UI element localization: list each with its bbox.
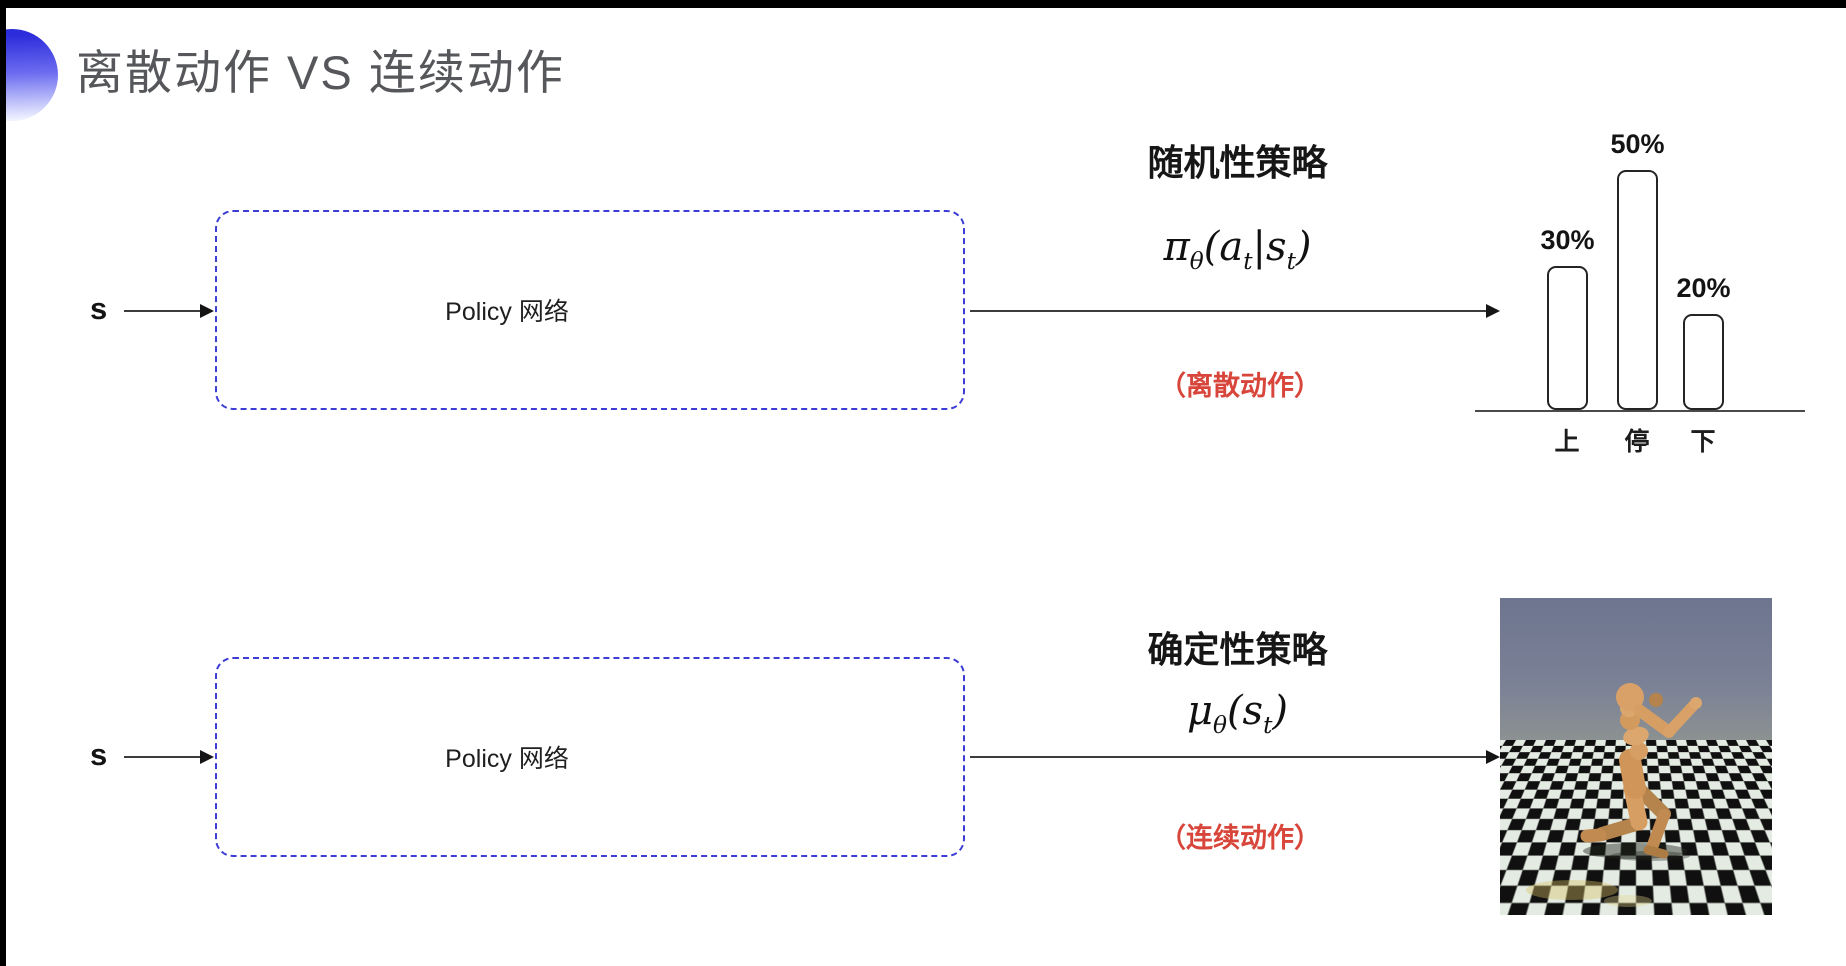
discrete-action-label: （离散动作） — [1159, 371, 1321, 401]
arrow-policy-to-output-bottom — [970, 756, 1487, 758]
letterbox-left — [0, 0, 6, 966]
letterbox-top — [0, 0, 1846, 8]
page-title: 离散动作 VS 连续动作 — [76, 46, 565, 99]
bar-value-label: 30% — [1540, 225, 1595, 255]
deterministic-policy-title: 确定性策略 — [1147, 629, 1328, 670]
humanoid-figure — [1526, 683, 1702, 907]
continuous-action-label: （连续动作） — [1159, 823, 1321, 853]
probability-bar — [1547, 266, 1588, 410]
title-accent-icon — [0, 29, 58, 121]
bar-value-label: 50% — [1610, 129, 1665, 159]
stochastic-policy-title: 随机性策略 — [1147, 142, 1328, 183]
arrow-state-to-policy-top — [124, 310, 201, 312]
state-input-label-top: s — [90, 291, 108, 326]
category-label-stop: 停 — [1624, 428, 1650, 456]
chart-plot-area: 30% 50% 20% — [1475, 98, 1805, 412]
probability-bar — [1617, 170, 1658, 410]
category-label-up: 上 — [1554, 428, 1580, 456]
arrow-policy-to-output-top — [970, 310, 1487, 312]
chart-category-labels: 上 停 下 — [1475, 412, 1805, 456]
deterministic-policy-formula: μθ(st) — [1186, 688, 1289, 739]
humanoid-simulation-image — [1500, 598, 1772, 915]
category-label-down: 下 — [1690, 428, 1716, 456]
policy-network-label-bottom: Policy 网络 — [445, 745, 569, 773]
policy-network-label-top: Policy 网络 — [445, 298, 569, 326]
stochastic-policy-formula: πθ(at|st) — [1163, 224, 1312, 275]
policy-network-box-bottom: Policy 网络 — [215, 657, 965, 857]
policy-network-box-top: Policy 网络 — [215, 210, 965, 410]
action-probability-chart: 30% 50% 20% 上 停 下 — [1475, 98, 1805, 456]
arrow-state-to-policy-bottom — [124, 756, 201, 758]
bar-value-label: 20% — [1676, 273, 1731, 303]
state-input-label-bottom: s — [90, 737, 108, 772]
probability-bar — [1683, 314, 1724, 410]
